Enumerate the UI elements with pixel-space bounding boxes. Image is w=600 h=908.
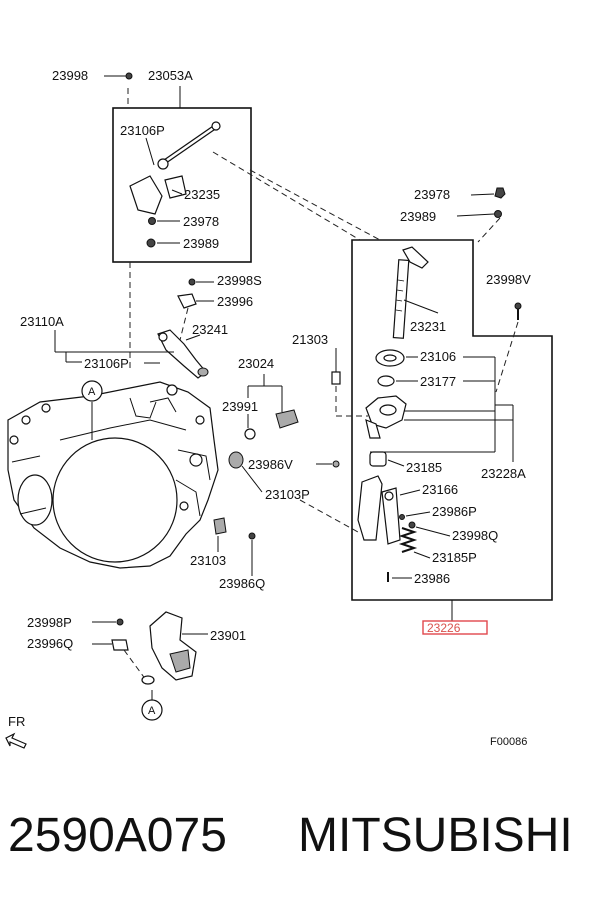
label-23989-right: 23989	[400, 209, 436, 224]
label-23991: 23991	[222, 399, 258, 414]
label-23103P: 23103P	[265, 487, 310, 502]
pin-23986P	[399, 514, 405, 520]
label-23110A: 23110A	[20, 314, 64, 329]
nut-23978-left	[148, 217, 156, 225]
washer-23989-left	[146, 238, 156, 248]
select-lever-23166	[357, 475, 401, 545]
brand-name: MITSUBISHI	[298, 809, 573, 862]
label-23986P: 23986P	[432, 504, 477, 519]
bracket-23996	[177, 293, 197, 309]
bolt-23998V	[514, 302, 522, 320]
label-23998: 23998	[52, 68, 88, 83]
bolt-23986Q	[248, 532, 256, 540]
callout-a-bottom-label: A	[148, 705, 156, 717]
spring-23185P	[398, 527, 418, 553]
label-21303: 21303	[292, 332, 328, 347]
callout-a-top-label: A	[88, 386, 96, 398]
washer-23177	[377, 375, 395, 387]
bracket-23901	[149, 611, 197, 681]
bolt-23998S	[188, 278, 196, 286]
highlight-box-23226	[422, 620, 488, 635]
label-23996Q: 23996Q	[27, 636, 73, 651]
label-23106: 23106	[420, 349, 456, 364]
bolt-23998Q	[408, 521, 416, 529]
label-23185: 23185	[406, 460, 442, 475]
shift-shaft-23231	[392, 246, 429, 339]
label-23177: 23177	[420, 374, 456, 389]
label-23235: 23235	[184, 187, 220, 202]
sensor-23024	[275, 409, 299, 429]
label-23166: 23166	[422, 482, 458, 497]
label-23106P-top: 23106P	[120, 123, 165, 138]
front-arrow-icon	[5, 732, 27, 749]
label-23231: 23231	[410, 319, 446, 334]
oring-23991	[244, 428, 256, 440]
label-23978-right: 23978	[414, 187, 450, 202]
label-23106P-mid: 23106P	[84, 356, 129, 371]
label-fr: FR	[8, 714, 25, 729]
plug-23103P	[228, 451, 244, 469]
label-23986Q: 23986Q	[219, 576, 265, 591]
label-23978-left: 23978	[183, 214, 219, 229]
label-23996: 23996	[217, 294, 253, 309]
assembly-box-23226	[351, 239, 553, 601]
label-23103: 23103	[190, 553, 226, 568]
label-23241: 23241	[192, 322, 228, 337]
block-23185	[369, 451, 387, 467]
label-23053A: 23053A	[148, 68, 193, 83]
label-23986: 23986	[414, 571, 450, 586]
label-23998S: 23998S	[217, 273, 262, 288]
part-number: 2590A075	[8, 809, 227, 862]
label-23998Q: 23998Q	[452, 528, 498, 543]
label-23024: 23024	[238, 356, 274, 371]
lever-23241	[157, 329, 209, 379]
label-23226: 23226	[427, 621, 461, 635]
shift-lever-housing	[365, 395, 407, 439]
label-23986V: 23986V	[248, 457, 293, 472]
bolt-23998	[125, 72, 133, 80]
label-23998V: 23998V	[486, 272, 531, 287]
shift-lever-23106P	[129, 121, 221, 215]
nut-23978-right	[494, 187, 506, 199]
plug-23986V	[332, 460, 340, 468]
label-23998P: 23998P	[27, 615, 72, 630]
label-23989-left: 23989	[183, 236, 219, 251]
assembly-box-23053A	[112, 107, 252, 263]
bolt-23998P	[116, 618, 124, 626]
switch-21303	[331, 371, 341, 385]
transmission-case	[7, 381, 219, 569]
label-23228A: 23228A	[481, 466, 526, 481]
callout-a-bottom	[141, 699, 163, 721]
plug-23103	[213, 517, 227, 535]
diagram-code: F00086	[490, 736, 527, 748]
label-23185P: 23185P	[432, 550, 477, 565]
clip-23996Q	[111, 639, 129, 651]
callout-a-top	[81, 380, 103, 402]
washer-23989-right	[494, 210, 502, 218]
label-23901: 23901	[210, 628, 246, 643]
